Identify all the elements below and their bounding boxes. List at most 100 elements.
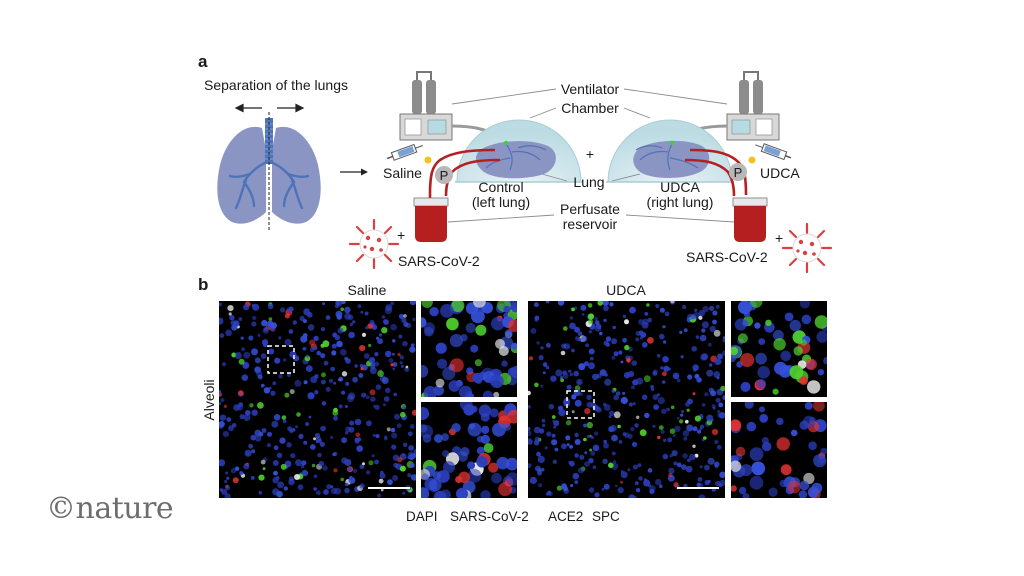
cell-nucleus bbox=[434, 434, 443, 443]
cell-nucleus bbox=[554, 447, 559, 452]
cell-nucleus bbox=[817, 456, 826, 464]
cell-nucleus bbox=[569, 372, 573, 377]
cell-nucleus bbox=[377, 493, 382, 498]
cell-nucleus bbox=[260, 383, 265, 388]
cell-nucleus bbox=[695, 335, 700, 339]
cell-nucleus bbox=[283, 486, 288, 491]
cell-nucleus bbox=[263, 387, 271, 394]
cell-nucleus bbox=[384, 350, 392, 358]
cell-nucleus bbox=[722, 350, 725, 356]
cell-nucleus bbox=[354, 418, 362, 426]
cell-nucleus bbox=[584, 461, 590, 467]
cell-nucleus bbox=[280, 463, 287, 470]
cell-nucleus bbox=[789, 319, 801, 332]
perfusion-circuit-right bbox=[684, 148, 748, 197]
cell-nucleus bbox=[722, 336, 725, 340]
cell-nucleus bbox=[396, 423, 402, 429]
cell-nucleus bbox=[569, 322, 576, 330]
cell-nucleus bbox=[670, 301, 675, 304]
cell-nucleus bbox=[772, 388, 779, 395]
cell-nucleus bbox=[316, 490, 321, 496]
cell-nucleus bbox=[281, 415, 287, 420]
cell-nucleus bbox=[780, 350, 791, 362]
cell-nucleus bbox=[793, 346, 803, 356]
cell-nucleus bbox=[534, 317, 539, 323]
cell-nucleus bbox=[302, 319, 307, 324]
cell-nucleus bbox=[719, 479, 725, 487]
cell-nucleus bbox=[679, 419, 684, 424]
stain-legend: DAPI SARS-CoV-2 ACE2 SPC bbox=[406, 509, 620, 524]
cell-nucleus bbox=[660, 366, 664, 370]
cell-nucleus bbox=[294, 474, 300, 480]
cell-nucleus bbox=[288, 306, 294, 312]
cell-nucleus bbox=[731, 419, 742, 432]
cell-nucleus bbox=[360, 367, 364, 371]
cell-nucleus bbox=[391, 444, 397, 450]
cell-nucleus bbox=[288, 329, 294, 334]
cell-nucleus bbox=[501, 360, 508, 367]
cell-nucleus bbox=[692, 364, 699, 371]
cell-nucleus bbox=[608, 462, 614, 469]
cell-nucleus bbox=[635, 488, 641, 493]
cell-nucleus bbox=[232, 477, 239, 484]
cell-nucleus bbox=[330, 485, 334, 489]
cell-nucleus bbox=[697, 477, 703, 482]
cell-nucleus bbox=[709, 305, 715, 311]
cell-nucleus bbox=[407, 431, 413, 437]
cell-nucleus bbox=[588, 319, 594, 325]
cell-nucleus bbox=[687, 458, 691, 463]
cell-nucleus bbox=[603, 404, 611, 411]
cell-nucleus bbox=[592, 465, 597, 470]
cell-nucleus bbox=[238, 317, 243, 321]
cell-nucleus bbox=[258, 474, 265, 481]
cell-nucleus bbox=[574, 480, 579, 484]
cell-nucleus bbox=[740, 464, 753, 477]
cell-nucleus bbox=[538, 483, 543, 488]
cell-nucleus bbox=[610, 424, 617, 432]
cell-nucleus bbox=[715, 397, 721, 403]
cell-nucleus bbox=[603, 483, 610, 490]
cell-nucleus bbox=[603, 442, 609, 449]
cell-nucleus bbox=[647, 337, 654, 344]
cell-nucleus bbox=[323, 360, 329, 366]
pump-left: P bbox=[435, 166, 453, 184]
cell-nucleus bbox=[546, 431, 552, 437]
cell-nucleus bbox=[460, 447, 470, 457]
cell-nucleus bbox=[642, 318, 649, 325]
cell-nucleus bbox=[707, 457, 715, 465]
cell-nucleus bbox=[620, 471, 628, 479]
cell-nucleus bbox=[615, 352, 619, 356]
cell-nucleus bbox=[571, 394, 577, 400]
cell-nucleus bbox=[321, 401, 327, 406]
cell-nucleus bbox=[317, 452, 322, 458]
cell-nucleus bbox=[273, 414, 281, 421]
cell-nucleus bbox=[662, 325, 666, 329]
cell-nucleus bbox=[448, 380, 461, 392]
cell-nucleus bbox=[344, 405, 348, 408]
cell-nucleus bbox=[655, 303, 660, 309]
cell-nucleus bbox=[691, 346, 697, 352]
cell-nucleus bbox=[238, 390, 244, 396]
cell-nucleus bbox=[309, 339, 316, 346]
cell-nucleus bbox=[624, 432, 630, 438]
cell-nucleus bbox=[511, 305, 517, 313]
cell-nucleus bbox=[276, 452, 283, 458]
cell-nucleus bbox=[467, 461, 476, 470]
cell-nucleus bbox=[336, 340, 343, 348]
cell-nucleus bbox=[701, 403, 706, 407]
cell-nucleus bbox=[267, 320, 274, 327]
cell-nucleus bbox=[268, 348, 275, 355]
cell-nucleus bbox=[563, 399, 570, 407]
cell-nucleus bbox=[356, 445, 364, 452]
cell-nucleus bbox=[219, 459, 226, 467]
cell-nucleus bbox=[238, 358, 245, 365]
cell-nucleus bbox=[488, 462, 499, 473]
cell-nucleus bbox=[823, 356, 827, 365]
cell-nucleus bbox=[365, 470, 371, 475]
reservoir-left bbox=[413, 197, 449, 242]
cell-nucleus bbox=[709, 363, 713, 367]
cell-nucleus bbox=[735, 446, 746, 457]
cell-nucleus bbox=[659, 333, 665, 340]
cell-nucleus bbox=[676, 462, 682, 468]
cell-nucleus bbox=[403, 314, 407, 318]
